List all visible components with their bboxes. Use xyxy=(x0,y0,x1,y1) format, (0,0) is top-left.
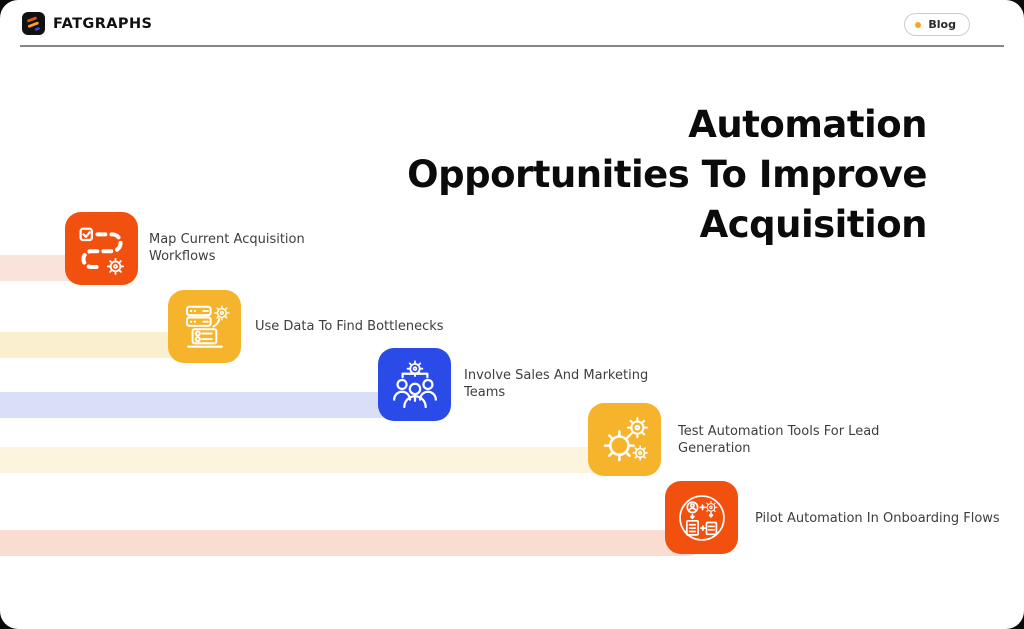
data-bottleneck-icon xyxy=(185,304,229,348)
workflow-map-icon xyxy=(79,227,124,275)
step-label-5: Pilot Automation In Onboarding Flows xyxy=(755,511,1000,526)
fatgraphs-logo-icon xyxy=(22,12,45,35)
step-bar-4 xyxy=(0,447,625,473)
step-bar-5 xyxy=(0,530,702,556)
step-label-2: Use Data To Find Bottlenecks xyxy=(255,319,444,334)
title-line-2: Opportunities To Improve xyxy=(407,153,927,196)
blog-button-label: Blog xyxy=(928,18,956,31)
step-tile-5 xyxy=(665,481,738,554)
page-title: Automation Opportunities To Improve Acqu… xyxy=(407,100,927,250)
step-tile-1 xyxy=(65,212,138,285)
step-bar-3 xyxy=(0,392,415,418)
step-label-4: Test Automation Tools For Lead Generatio… xyxy=(678,424,880,456)
step-tile-2 xyxy=(168,290,241,363)
gears-icon xyxy=(603,416,648,461)
title-line-1: Automation xyxy=(688,103,927,146)
blog-button[interactable]: Blog xyxy=(904,13,970,36)
brand-logo[interactable]: FATGRAPHS xyxy=(22,12,152,35)
brand-name: FATGRAPHS xyxy=(53,15,153,32)
title-line-3: Acquisition xyxy=(699,203,928,246)
pilot-automation-icon xyxy=(678,494,725,541)
step-label-1: Map Current Acquisition Workflows xyxy=(149,232,305,264)
team-gear-icon xyxy=(392,359,437,408)
blog-dot-icon xyxy=(915,21,922,28)
step-tile-3 xyxy=(378,348,451,421)
step-tile-4 xyxy=(588,403,661,476)
step-label-3: Involve Sales And Marketing Teams xyxy=(464,368,649,400)
header-divider xyxy=(20,45,1004,47)
